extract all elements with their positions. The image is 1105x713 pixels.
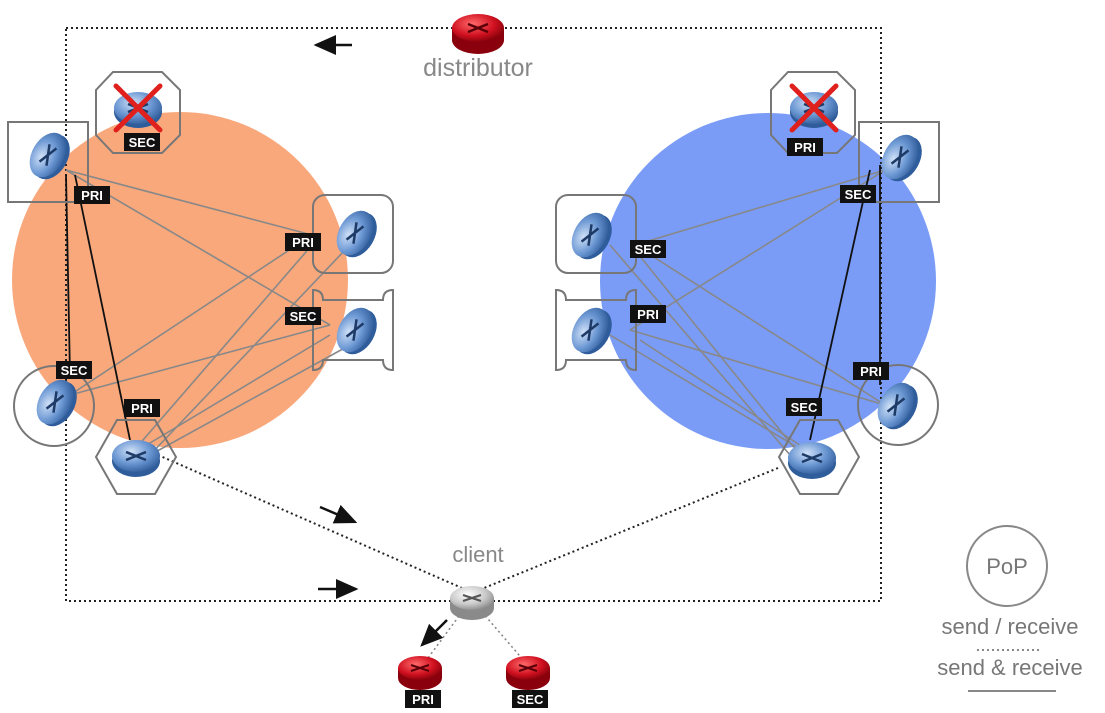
- svg-text:PRI: PRI: [637, 307, 659, 322]
- legend-split-label: send / receive: [942, 614, 1079, 639]
- tag-pri: PRI: [630, 305, 666, 323]
- svg-text:PRI: PRI: [131, 401, 153, 416]
- pop-square-right: [858, 121, 940, 203]
- legend-combined-label: send & receive: [937, 655, 1083, 680]
- pri-router-icon: [398, 656, 442, 690]
- tag-pri: PRI: [124, 399, 160, 417]
- tag-sec: SEC: [56, 361, 92, 379]
- svg-text:SEC: SEC: [635, 242, 662, 257]
- pop-frames-right: [555, 71, 940, 495]
- client-links: [157, 454, 779, 589]
- svg-text:PRI: PRI: [860, 364, 882, 379]
- router-icon: [788, 442, 836, 479]
- legend: PoP send / receive send & receive: [937, 525, 1083, 692]
- svg-text:SEC: SEC: [61, 363, 88, 378]
- pop-octagon-top-right: [770, 71, 856, 154]
- tag-sec: SEC: [512, 690, 548, 708]
- router-icon: [571, 212, 612, 260]
- tag-sec: SEC: [124, 133, 160, 151]
- tag-pri: PRI: [787, 138, 823, 156]
- svg-text:SEC: SEC: [129, 135, 156, 150]
- pop-rounded-right: [555, 194, 637, 274]
- tag-sec: SEC: [840, 185, 876, 203]
- pop-octagon-top-left: [95, 71, 181, 154]
- tag-sec: SEC: [285, 307, 321, 325]
- client-label: client: [452, 542, 503, 567]
- tag-pri: PRI: [285, 233, 321, 251]
- svg-text:PRI: PRI: [292, 235, 314, 250]
- svg-text:SEC: SEC: [791, 400, 818, 415]
- client-drop-links: [424, 611, 526, 663]
- cross-icon: [113, 83, 839, 133]
- svg-text:PRI: PRI: [412, 692, 434, 707]
- router-icon: [571, 307, 612, 355]
- svg-text:PRI: PRI: [794, 140, 816, 155]
- pop-square-left: [7, 121, 89, 203]
- router-icon: [881, 134, 922, 182]
- distributor-router-icon: [452, 14, 504, 54]
- arrow-icon: [313, 35, 448, 647]
- tag-sec: SEC: [786, 398, 822, 416]
- router-icon: [29, 132, 70, 180]
- pop-hexagon-right: [777, 419, 861, 495]
- pop-notched-right: [555, 288, 637, 372]
- pop-notched-left: [312, 288, 394, 372]
- tag-pri: PRI: [853, 362, 889, 380]
- legend-pop-label: PoP: [986, 554, 1028, 579]
- tag-sec: SEC: [630, 240, 666, 258]
- pop-circle-left: [13, 365, 95, 447]
- distributor-label: distributor: [423, 54, 533, 82]
- router-icon: [36, 379, 77, 427]
- svg-text:SEC: SEC: [290, 309, 317, 324]
- sec-router-icon: [506, 656, 550, 690]
- tag-pri: PRI: [405, 690, 441, 708]
- pop-frames-left: [7, 71, 394, 495]
- legend-pop-circle: [966, 525, 1048, 607]
- svg-text:SEC: SEC: [845, 187, 872, 202]
- pop-hexagon-left: [94, 419, 178, 495]
- router-icon: [336, 307, 377, 355]
- client-router-icon: [450, 586, 494, 620]
- pop-circle-right: [857, 364, 939, 446]
- left-black-links: [65, 174, 131, 441]
- router-icon: [112, 440, 160, 477]
- svg-text:PRI: PRI: [81, 188, 103, 203]
- left-mesh: [65, 169, 351, 456]
- router-icon: [336, 210, 377, 258]
- router-icon: [877, 382, 918, 430]
- right-mesh: [609, 169, 886, 456]
- svg-text:SEC: SEC: [517, 692, 544, 707]
- tag-pri: PRI: [74, 186, 110, 204]
